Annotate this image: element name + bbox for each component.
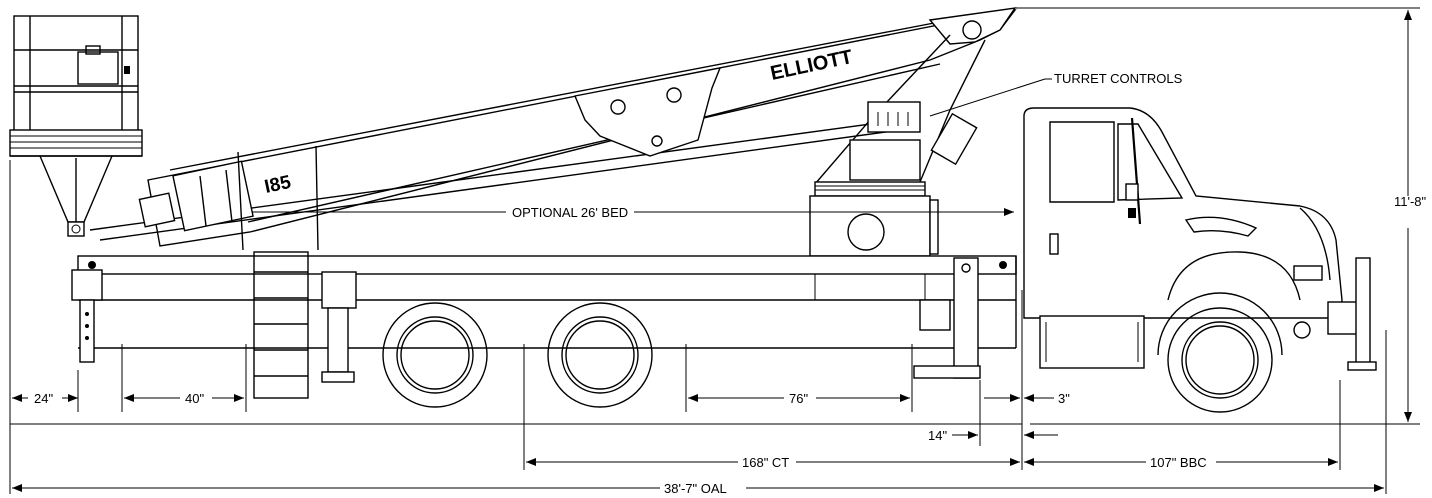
- dim-40: 40": [185, 391, 204, 406]
- dim-front-gap: [984, 394, 1054, 402]
- turret-controls-label: TURRET CONTROLS: [1054, 71, 1183, 86]
- dim-bumper-cab: [1024, 458, 1338, 466]
- extension-lines: [9, 7, 1420, 494]
- callout-leader: [929, 78, 1046, 117]
- turret: [809, 34, 986, 257]
- dim-wheel-outrigger: [688, 394, 910, 402]
- chassis: [71, 251, 1017, 399]
- dim-overall-height: [1404, 10, 1412, 422]
- model-label: I85: [263, 172, 294, 198]
- rear-wheels: [382, 302, 653, 408]
- truck-cab: [1023, 107, 1377, 371]
- dim-107-bbc: 107" BBC: [1150, 455, 1207, 470]
- dim-76: 76": [789, 391, 808, 406]
- dim-14: 14": [928, 428, 947, 443]
- dim-168-ct: 168" CT: [742, 455, 789, 470]
- dim-3: 3": [1058, 391, 1070, 406]
- dim-overall-length: [12, 484, 1384, 492]
- front-wheel: [1157, 292, 1283, 413]
- dim-outrigger-spacing: [124, 394, 244, 402]
- dim-cab-tandem: [526, 458, 1020, 466]
- dim-24: 24": [34, 391, 53, 406]
- dim-optional-bed: [252, 208, 1014, 216]
- boom: [89, 7, 1017, 251]
- dim-rear-overhang: [12, 394, 78, 402]
- work-basket: [9, 15, 143, 237]
- dim-oal: 38'-7" OAL: [664, 481, 727, 496]
- dim-outrigger-offset: [952, 431, 1058, 439]
- optional-bed-label: OPTIONAL 26' BED: [512, 205, 628, 220]
- dim-height: 11'-8": [1394, 194, 1427, 209]
